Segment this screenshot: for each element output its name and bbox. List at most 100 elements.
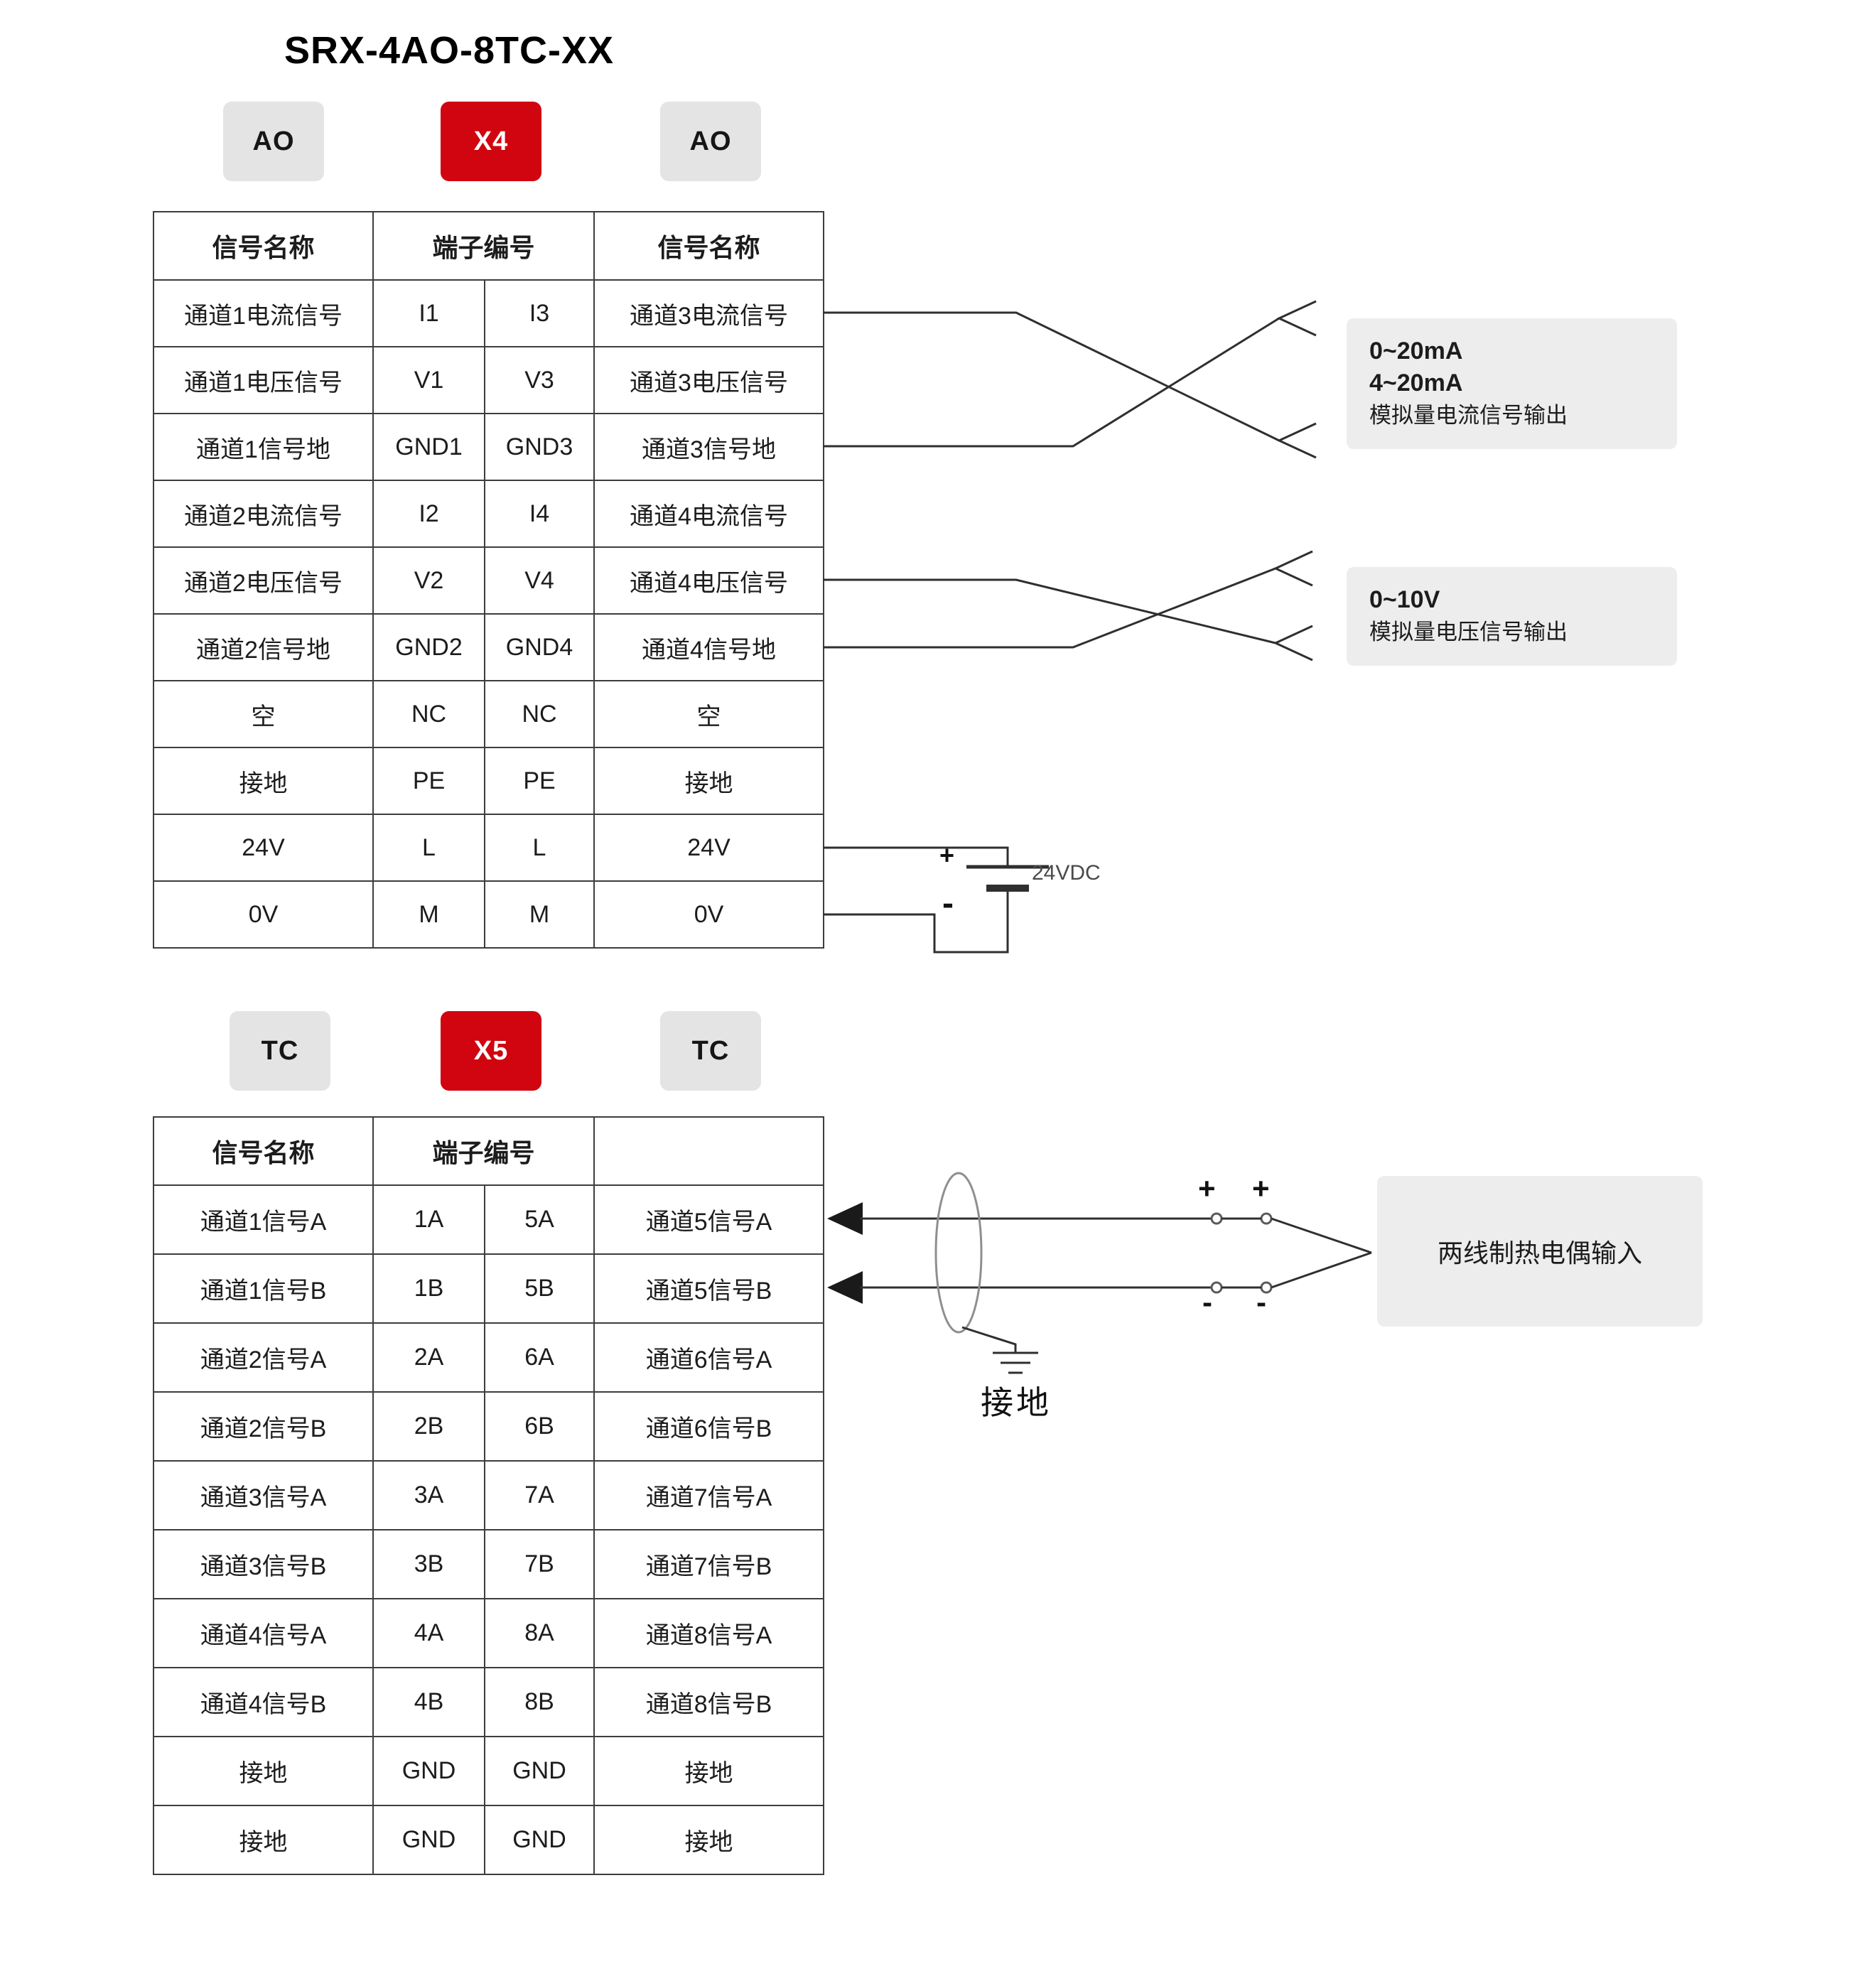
current-output-caption: 模拟量电流信号输出 xyxy=(1369,402,1568,428)
terminal-cell: 通道6信号A xyxy=(593,1322,825,1393)
terminal-cell: GND1 xyxy=(372,413,485,481)
terminal-cell: GND xyxy=(483,1805,595,1875)
voltage-output-note: 0~10V 模拟量电压信号输出 xyxy=(1347,567,1677,666)
terminal-cell: 通道4电流信号 xyxy=(593,480,825,548)
terminal-cell: 通道1信号B xyxy=(153,1253,374,1324)
terminal-cell: 8B xyxy=(483,1667,595,1737)
terminal-cell: I3 xyxy=(483,279,595,347)
terminal-cell: 1A xyxy=(372,1184,485,1255)
ao-voltage-output-wires xyxy=(823,550,1313,662)
column-header: 信号名称 xyxy=(153,211,374,281)
ao-current-output-wires xyxy=(823,300,1317,459)
tc-minus-sign-1: - xyxy=(1202,1285,1212,1319)
badge-x4: X4 xyxy=(441,102,541,181)
tc-minus-sign-2: - xyxy=(1256,1285,1266,1319)
battery-voltage-label: 24VDC xyxy=(1032,861,1101,885)
badge-tc-right: TC xyxy=(660,1011,761,1091)
terminal-cell: 通道3信号地 xyxy=(593,413,825,481)
terminal-cell: GND3 xyxy=(483,413,595,481)
voltage-output-caption: 模拟量电压信号输出 xyxy=(1369,619,1568,644)
terminal-cell: 4B xyxy=(372,1667,485,1737)
terminal-cell: 5B xyxy=(483,1253,595,1324)
ground-label: 接地 xyxy=(981,1385,1052,1421)
terminal-cell: 24V xyxy=(153,814,374,882)
terminal-cell: 接地 xyxy=(153,747,374,815)
terminal-cell: 7A xyxy=(483,1460,595,1530)
terminal-cell: 通道3电流信号 xyxy=(593,279,825,347)
badge-ao-left: AO xyxy=(223,102,324,181)
terminal-cell: 通道5信号A xyxy=(593,1184,825,1255)
terminal-cell: 通道4电压信号 xyxy=(593,546,825,615)
terminal-cell: 接地 xyxy=(153,1805,374,1875)
terminal-cell: 通道8信号A xyxy=(593,1598,825,1668)
tc-plus-sign-2: + xyxy=(1252,1172,1270,1205)
terminal-cell: 通道2信号A xyxy=(153,1322,374,1393)
battery-plus-sign: + xyxy=(939,841,955,870)
terminal-cell: 接地 xyxy=(153,1736,374,1806)
ground-symbol xyxy=(961,1326,1038,1374)
terminal-cell: 通道2信号地 xyxy=(153,613,374,681)
terminal-cell: 6B xyxy=(483,1391,595,1462)
terminal-cell: M xyxy=(372,880,485,949)
terminal-cell: 通道7信号A xyxy=(593,1460,825,1530)
current-output-note: 0~20mA 4~20mA 模拟量电流信号输出 xyxy=(1347,318,1677,450)
terminal-cell: 通道1电流信号 xyxy=(153,279,374,347)
terminal-cell: 通道3信号B xyxy=(153,1529,374,1599)
terminal-cell: 通道4信号A xyxy=(153,1598,374,1668)
terminal-cell: 接地 xyxy=(593,1736,825,1806)
terminal-cell: 通道5信号B xyxy=(593,1253,825,1324)
terminal-cell: NC xyxy=(483,680,595,748)
terminal-cell: 6A xyxy=(483,1322,595,1393)
terminal-cell: GND xyxy=(372,1805,485,1875)
column-header xyxy=(593,1116,825,1186)
terminal-cell: V4 xyxy=(483,546,595,615)
terminal-cell: GND xyxy=(372,1736,485,1806)
terminal-cell: 通道2电压信号 xyxy=(153,546,374,615)
terminal-cell: 2B xyxy=(372,1391,485,1462)
terminal-cell: V1 xyxy=(372,346,485,414)
terminal-cell: GND4 xyxy=(483,613,595,681)
terminal-cell: L xyxy=(372,814,485,882)
terminal-cell: 通道6信号B xyxy=(593,1391,825,1462)
ao-table-header-row: 信号名称端子编号信号名称 xyxy=(153,211,825,281)
terminal-cell: 通道3信号A xyxy=(153,1460,374,1530)
column-header: 信号名称 xyxy=(153,1116,374,1186)
terminal-cell: 空 xyxy=(153,680,374,748)
terminal-cell: 通道3电压信号 xyxy=(593,346,825,414)
thermocouple-input-note: 两线制热电偶输入 xyxy=(1377,1176,1703,1327)
current-range-2: 4~20mA xyxy=(1369,369,1463,396)
column-header: 信号名称 xyxy=(593,211,825,281)
terminal-cell: 7B xyxy=(483,1529,595,1599)
tc-input-wires xyxy=(827,1202,1372,1304)
terminal-cell: 通道8信号B xyxy=(593,1667,825,1737)
badge-tc-left: TC xyxy=(230,1011,330,1091)
terminal-cell: 2A xyxy=(372,1322,485,1393)
terminal-cell: 1B xyxy=(372,1253,485,1324)
terminal-cell: 接地 xyxy=(593,1805,825,1875)
terminal-cell: 接地 xyxy=(593,747,825,815)
terminal-cell: 通道7信号B xyxy=(593,1529,825,1599)
terminal-cell: V2 xyxy=(372,546,485,615)
terminal-cell: 通道1信号地 xyxy=(153,413,374,481)
page-title: SRX-4AO-8TC-XX xyxy=(284,29,615,72)
terminal-cell: I2 xyxy=(372,480,485,548)
terminal-cell: 0V xyxy=(593,880,825,949)
